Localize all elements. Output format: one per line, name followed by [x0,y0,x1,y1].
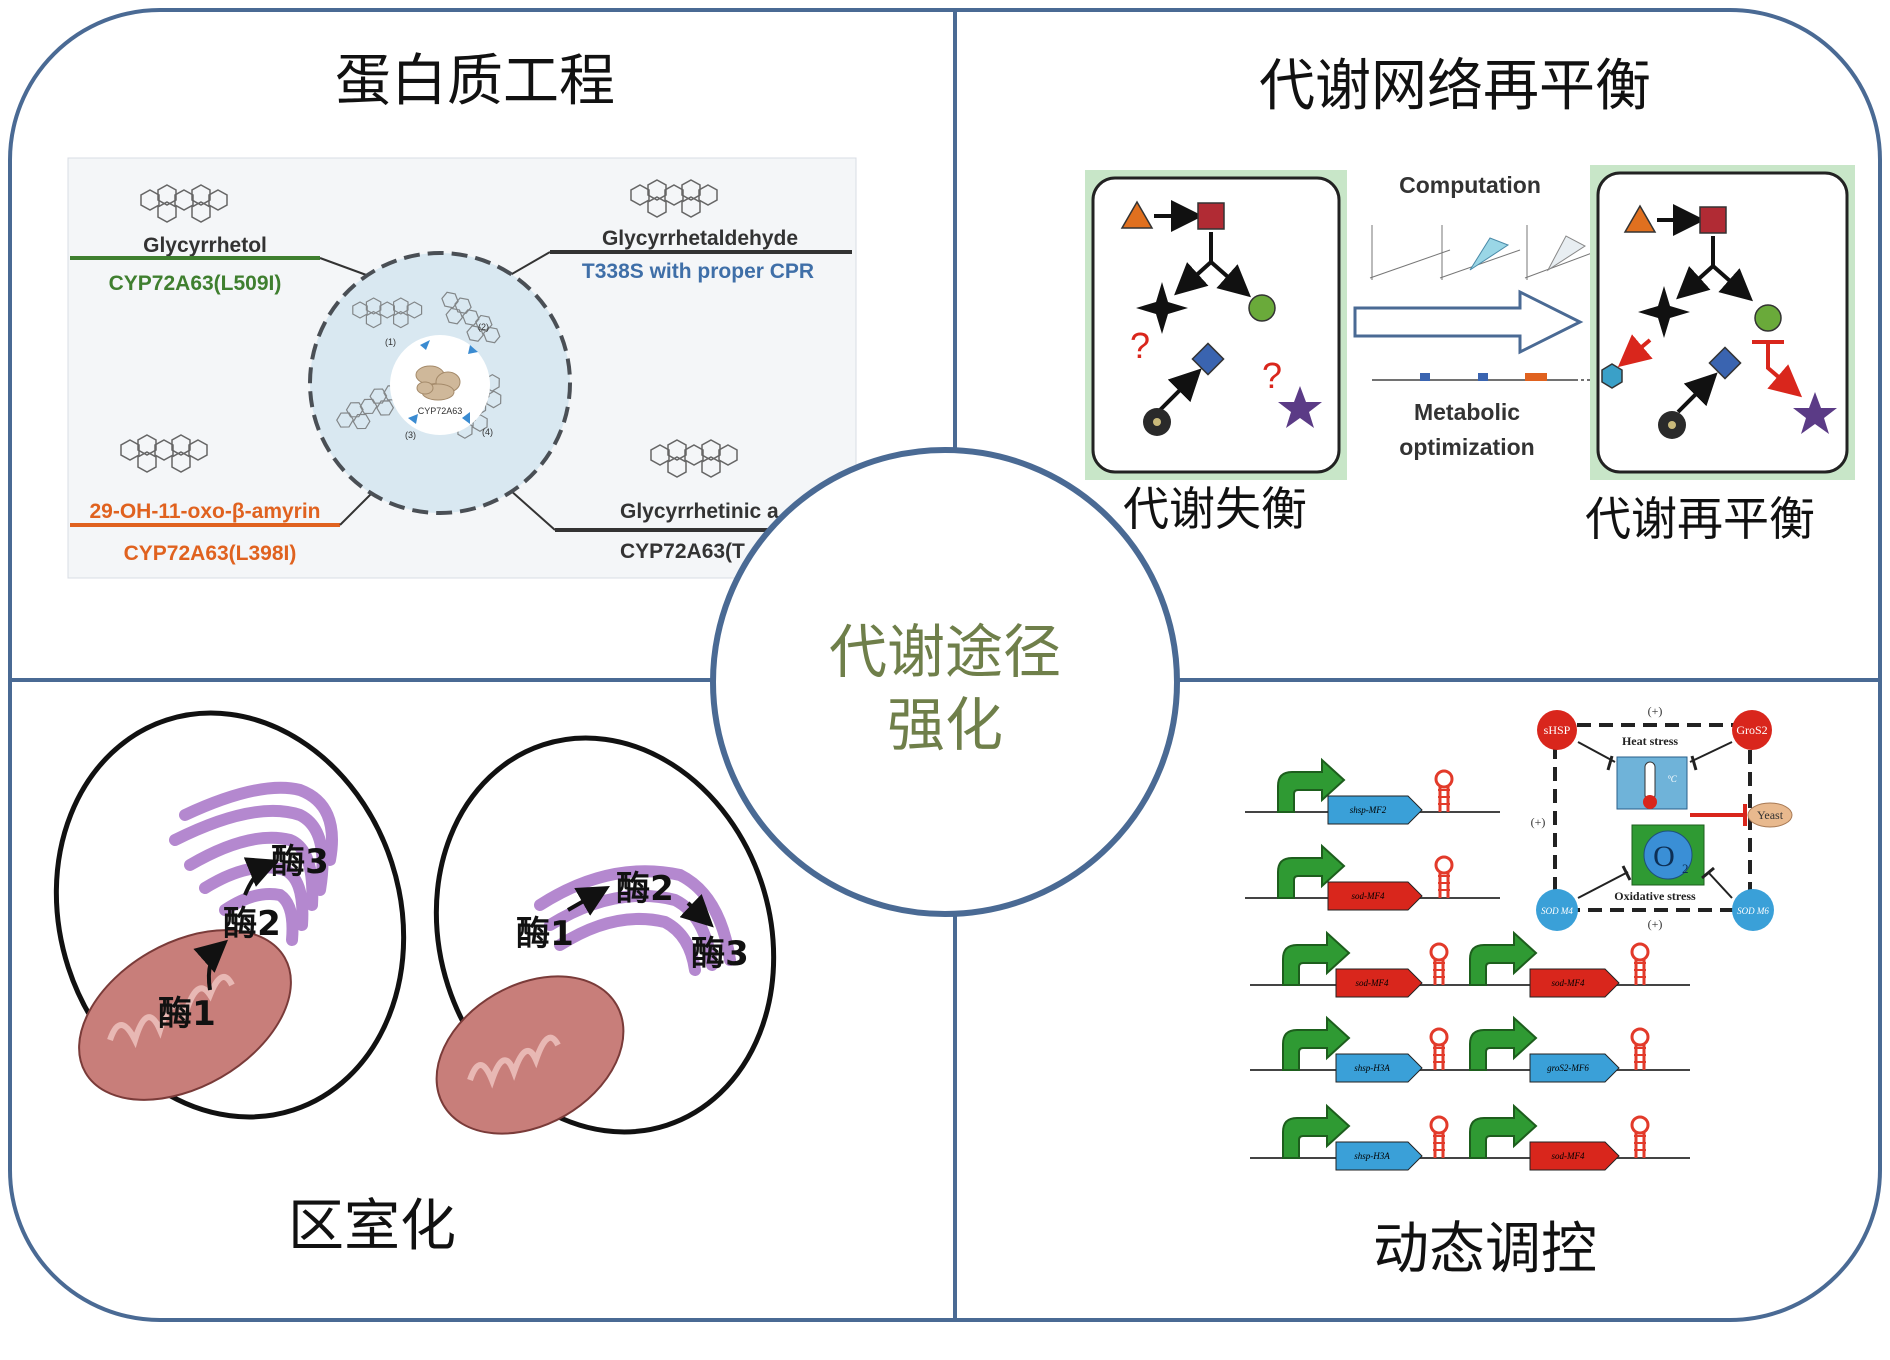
svg-text:sHSP: sHSP [1544,723,1571,737]
title-compartmentalization: 区室化 [288,1194,456,1259]
optimization-label: optimization [1399,434,1534,460]
shsp-node [1537,710,1577,750]
cell-left: 酶3 酶2 酶1 [53,710,407,1120]
svg-text:(+): (+) [1648,917,1663,931]
triangle-node [1120,200,1154,229]
enzyme-3-left: 酶3 [271,842,329,882]
svg-text:(+): (+) [1648,704,1663,718]
title-protein-engineering: 蛋白质工程 [335,49,615,114]
svg-text:Oxidative stress: Oxidative stress [1614,889,1696,903]
compound-2-name: Glycyrrhetaldehyde [602,227,798,250]
caption-metabolic-rebalance: 代谢再平衡 [1585,492,1815,546]
svg-text:sod-MF4: sod-MF4 [1352,891,1385,901]
enzyme-2-right: 酶2 [616,869,674,909]
circuit-row-3: sod-MF4 sod-MF4 [1250,932,1690,998]
svg-text:shsp-H3A: shsp-H3A [1354,1063,1390,1073]
svg-text:SOD M6: SOD M6 [1737,906,1769,916]
enzyme-1-right: 酶1 [516,914,574,954]
circle-node [1248,294,1276,322]
circuit-row-5: shsp-H3A sod-MF4 [1250,1105,1690,1171]
svg-text:Yeast: Yeast [1757,808,1784,822]
metabolic-label: Metabolic [1414,399,1520,425]
svg-text:sod-MF4: sod-MF4 [1356,978,1389,988]
sod-node-1 [1536,889,1578,931]
enzyme-3-right: 酶3 [691,934,749,974]
compound-4-enzyme: CYP72A63(T [620,540,745,563]
step-label-2: (2) [478,322,489,332]
svg-text:Heat stress: Heat stress [1622,734,1678,748]
svg-text:°C: °C [1667,774,1678,784]
compound-4-name: Glycyrrhetinic a [620,500,779,523]
transition-arrow [1353,289,1584,355]
title-metabolic-rebalancing: 代谢网络再平衡 [1259,54,1651,119]
yeast-node [1747,802,1793,828]
sod-node-2 [1732,889,1774,931]
protein-label: CYP72A63 [418,406,463,416]
svg-text:SOD M4: SOD M4 [1541,906,1573,916]
svg-text:sod-MF4: sod-MF4 [1552,978,1585,988]
compound-1-enzyme: CYP72A63(L509I) [109,272,282,295]
question-mark-2: ? [1262,355,1282,396]
svg-text:(+): (+) [1531,815,1546,829]
svg-text:sod-MF4: sod-MF4 [1552,1151,1585,1161]
svg-text:groS2-MF6: groS2-MF6 [1547,1063,1589,1073]
question-mark-1: ? [1130,325,1150,366]
step-label-4: (4) [482,427,493,437]
enzyme-2-left: 酶2 [223,904,281,944]
gene-circuits: shsp-MF2 sod-MF4 sod-MF4 sod-MF4 shsp-H3… [1245,759,1690,1171]
svg-text:O: O [1653,840,1675,873]
svg-text:shsp-H3A: shsp-H3A [1354,1151,1390,1161]
svg-text:2: 2 [1682,861,1689,876]
cell-right: 酶1 酶2 酶3 [433,735,777,1135]
step-label-3: (3) [405,430,416,440]
center-circle [710,447,1180,917]
circuit-row-1: shsp-MF2 [1245,759,1500,825]
title-dynamic-regulation: 动态调控 [1373,1217,1597,1282]
square-node [1197,202,1225,230]
metabolic-imbalance-panel: ? ? [1085,170,1347,480]
compound-3-name: 29-OH-11-oxo-β-amyrin [89,500,320,523]
metabolic-rebalance-panel [1590,165,1855,480]
caption-metabolic-imbalance: 代谢失衡 [1123,482,1307,536]
stress-network: (+) (+) (+) sHSP GroS2 Heat stress °C Ye… [1531,704,1793,931]
compound-3-enzyme: CYP72A63(L398I) [124,542,297,565]
golgi-left [169,781,338,946]
mitochondrion-left [78,929,292,1101]
enzyme-1-left: 酶1 [158,994,216,1034]
star5-node [1278,386,1322,428]
center-label-line1: 代谢途径 [829,618,1061,686]
groes-node [1732,710,1772,750]
protein-structure-icon [415,365,461,401]
diamond-node [1191,342,1225,376]
outer-frame [8,8,1882,1322]
star4-node [1136,282,1188,334]
step-label-1: (1) [385,337,396,347]
protein-engineering-panel: Glycyrrhetol CYP72A63(L509I) Glycyrrheta… [67,157,857,579]
circuit-row-4: shsp-H3A groS2-MF6 [1250,1017,1690,1083]
optimization-track [1372,373,1600,381]
mitochondrion-right [435,975,625,1135]
compound-1-name: Glycyrrhetol [143,234,267,257]
center-label-line2: 强化 [887,691,1003,759]
svg-text:GroS2: GroS2 [1736,723,1767,737]
circuit-row-2: sod-MF4 [1245,845,1500,911]
computation-label: Computation [1399,172,1541,198]
svg-text:shsp-MF2: shsp-MF2 [1350,805,1387,815]
computation-plots [1369,225,1601,280]
compound-2-enzyme: T338S with proper CPR [582,260,814,283]
